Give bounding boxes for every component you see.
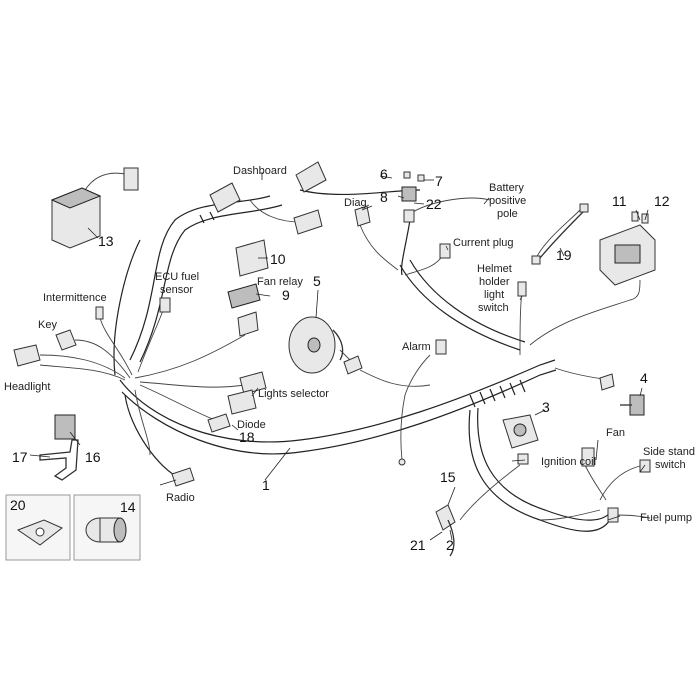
label-dashboard: Dashboard: [233, 165, 287, 177]
diag-connector: [354, 205, 371, 227]
label-helmet-3: light: [484, 289, 504, 301]
small-terminal: [398, 458, 406, 466]
ecu-module: [50, 167, 139, 249]
fuse-box: [599, 211, 656, 286]
ref-9: 9: [282, 287, 290, 303]
label-ecu-fuel-sensor-1: ECU fuel: [155, 271, 199, 283]
ref-17: 17: [12, 449, 28, 465]
ref-22: 22: [426, 196, 442, 212]
key-connector: [55, 329, 77, 351]
label-key: Key: [38, 319, 57, 331]
alarm-connector: [435, 339, 447, 355]
ref-15: 15: [440, 469, 456, 485]
intermittence-connector: [95, 306, 104, 320]
battery-connector-parts: [401, 171, 425, 223]
ref-12: 12: [654, 193, 670, 209]
ref-8: 8: [380, 189, 388, 205]
text-labels: Dashboard ECU fuel sensor Fan relay Inte…: [4, 165, 695, 524]
bracket-16-17: [39, 414, 79, 481]
ref-21: 21: [410, 537, 426, 553]
label-intermittence: Intermittence: [43, 292, 107, 304]
inset-boxes: [5, 494, 141, 561]
switch-4: [620, 394, 645, 416]
label-battery-1: Battery: [489, 182, 524, 194]
ref-3: 3: [542, 399, 550, 415]
helmet-switch-connector: [517, 281, 527, 297]
ref-14: 14: [120, 499, 136, 515]
horn-connector: [343, 355, 363, 375]
label-helmet-4: switch: [478, 302, 509, 314]
label-alarm: Alarm: [402, 341, 431, 353]
main-harness: [113, 189, 613, 532]
relay-10: [235, 239, 269, 277]
connectors-2-21: [435, 504, 456, 557]
ref-19: 19: [556, 247, 572, 263]
ref-7: 7: [435, 173, 443, 189]
label-diode: Diode: [237, 419, 266, 431]
label-side-stand-2: switch: [655, 459, 686, 471]
socket-14-icon: [85, 517, 127, 543]
ref-10: 10: [270, 251, 286, 267]
ref-18: 18: [239, 429, 255, 445]
reference-numbers: 13 10 9 5 6 7 8 22 11 12 19 4 3 15 21 2 …: [10, 166, 670, 553]
ref-5: 5: [313, 273, 321, 289]
label-fuel-pump: Fuel pump: [640, 512, 692, 524]
fan-connector: [581, 447, 595, 467]
label-diag: Diag.: [344, 197, 370, 209]
label-radio: Radio: [166, 492, 195, 504]
components: [13, 161, 656, 557]
label-helmet-2: holder: [479, 276, 510, 288]
ref-16: 16: [85, 449, 101, 465]
ignition-coil-connector: [517, 453, 529, 465]
label-battery-3: pole: [497, 208, 518, 220]
branch-wires: [39, 172, 651, 521]
ref-11: 11: [612, 193, 627, 209]
ref-13: 13: [98, 233, 114, 249]
label-fan: Fan: [606, 427, 625, 439]
ref-1: 1: [262, 477, 270, 493]
label-battery-2: positive: [489, 195, 526, 207]
fuel-pump-connector: [607, 507, 619, 523]
label-helmet-1: Helmet: [477, 263, 512, 275]
connector-19: [531, 203, 589, 265]
clip-20-icon: [16, 519, 63, 546]
ref-2: 2: [446, 537, 454, 553]
leader-lines: [29, 172, 649, 541]
horn: [288, 316, 344, 374]
label-ecu-fuel-sensor-2: sensor: [160, 284, 193, 296]
label-side-stand-1: Side stand: [643, 446, 695, 458]
ref-20: 20: [10, 497, 26, 513]
sensor-3: [502, 414, 539, 449]
ecu-fuel-sensor-connector: [159, 297, 171, 313]
diode: [207, 413, 231, 433]
radio-connector: [171, 467, 195, 487]
current-plug-connector: [439, 243, 451, 259]
fan-relay: [227, 283, 261, 337]
label-current-plug: Current plug: [453, 237, 514, 249]
side-stand-connector: [639, 459, 651, 473]
label-headlight: Headlight: [4, 381, 50, 393]
right-connector: [599, 373, 615, 391]
headlight-connector: [13, 344, 41, 367]
ref-4: 4: [640, 370, 648, 386]
label-fan-relay: Fan relay: [257, 276, 303, 288]
label-ignition-coil: Ignition coil: [541, 456, 596, 468]
lights-selector-connectors: [227, 371, 267, 415]
label-lights-selector: Lights selector: [258, 388, 329, 400]
ref-6: 6: [380, 166, 388, 182]
dashboard-connectors: [209, 161, 327, 235]
